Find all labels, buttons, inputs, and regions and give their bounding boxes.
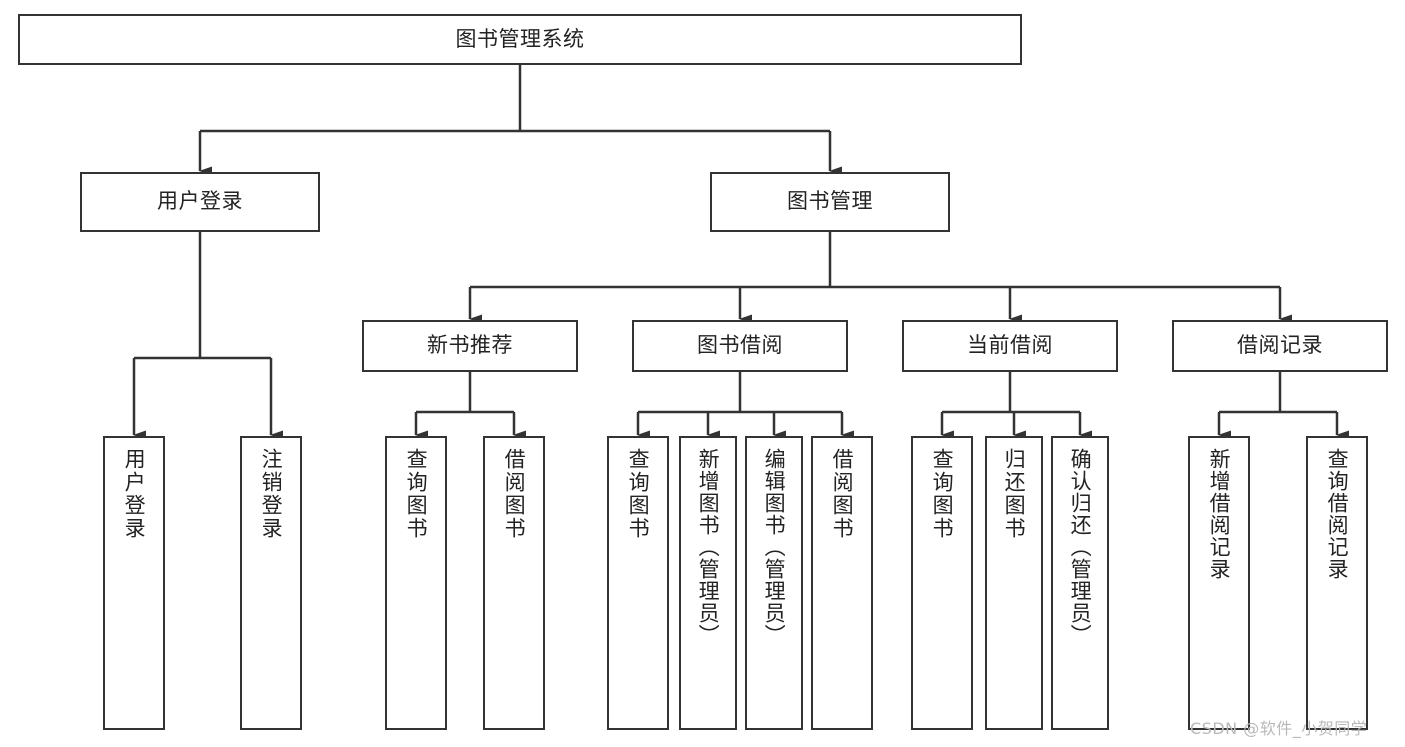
node-book-borrow[interactable]: 图书借阅 xyxy=(632,320,848,372)
node-new-book-rec[interactable]: 新书推荐 xyxy=(362,320,578,372)
node-label: 查询图书 xyxy=(626,448,651,540)
node-label: 归还图书 xyxy=(1002,448,1027,540)
node-label: 新增图书（管理员） xyxy=(696,448,721,646)
node-label: 新书推荐 xyxy=(427,333,513,358)
node-label: 注销登录 xyxy=(259,448,284,540)
node-leaf-user-login[interactable]: 用户登录 xyxy=(103,436,165,730)
node-leaf-add-book[interactable]: 新增图书（管理员） xyxy=(679,436,737,730)
node-label: 借阅图书 xyxy=(502,448,527,540)
node-label: 图书管理 xyxy=(787,189,873,214)
node-label: 新增借阅记录 xyxy=(1207,448,1232,580)
node-leaf-query-book-1[interactable]: 查询图书 xyxy=(385,436,447,730)
node-label: 用户登录 xyxy=(157,189,243,214)
node-leaf-return-book[interactable]: 归还图书 xyxy=(985,436,1043,730)
node-leaf-borrow-book-2[interactable]: 借阅图书 xyxy=(811,436,873,730)
node-label: 查询借阅记录 xyxy=(1325,448,1350,580)
node-current-borrow[interactable]: 当前借阅 xyxy=(902,320,1118,372)
node-leaf-edit-book[interactable]: 编辑图书（管理员） xyxy=(745,436,803,730)
node-label: 借阅图书 xyxy=(830,448,855,540)
node-user-login[interactable]: 用户登录 xyxy=(80,172,320,232)
node-leaf-add-record[interactable]: 新增借阅记录 xyxy=(1188,436,1250,730)
node-leaf-query-book-3[interactable]: 查询图书 xyxy=(911,436,973,730)
node-leaf-query-record[interactable]: 查询借阅记录 xyxy=(1306,436,1368,730)
node-label: 查询图书 xyxy=(930,448,955,540)
node-label: 用户登录 xyxy=(122,448,147,540)
node-leaf-confirm-return[interactable]: 确认归还（管理员） xyxy=(1051,436,1109,730)
node-label: 编辑图书（管理员） xyxy=(762,448,787,646)
node-borrow-record[interactable]: 借阅记录 xyxy=(1172,320,1388,372)
node-root[interactable]: 图书管理系统 xyxy=(18,14,1022,65)
node-label: 图书管理系统 xyxy=(455,26,585,51)
node-book-manage[interactable]: 图书管理 xyxy=(710,172,950,232)
csdn-watermark: CSDN @软件_小贺同学 xyxy=(1190,719,1368,738)
node-label: 当前借阅 xyxy=(967,333,1053,358)
node-label: 借阅记录 xyxy=(1237,333,1323,358)
node-label: 图书借阅 xyxy=(697,333,783,358)
node-leaf-logout[interactable]: 注销登录 xyxy=(240,436,302,730)
node-label: 查询图书 xyxy=(404,448,429,540)
node-label: 确认归还（管理员） xyxy=(1068,448,1093,646)
node-leaf-query-book-2[interactable]: 查询图书 xyxy=(607,436,669,730)
node-leaf-borrow-book-1[interactable]: 借阅图书 xyxy=(483,436,545,730)
